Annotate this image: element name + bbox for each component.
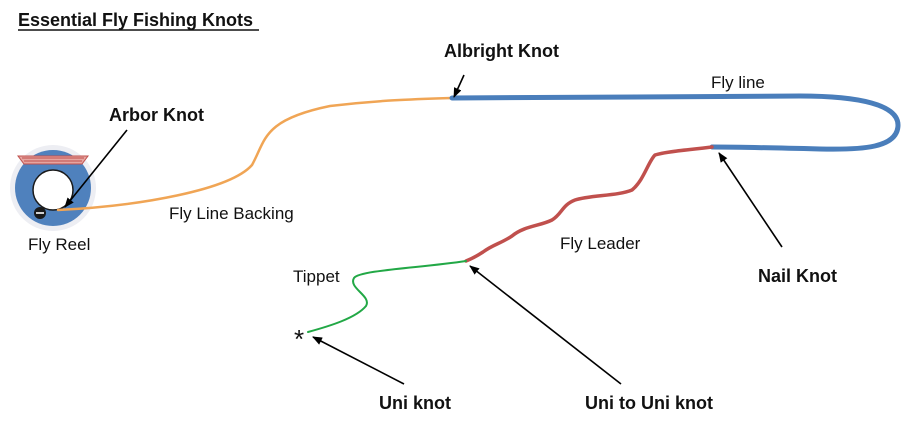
uni-knot-arrow bbox=[312, 336, 405, 385]
uni-knot-label: Uni knot bbox=[379, 393, 451, 413]
fly-reel-label: Fly Reel bbox=[28, 235, 90, 254]
fly-line bbox=[449, 93, 901, 152]
tippet bbox=[307, 260, 467, 333]
diagram-title: Essential Fly Fishing Knots bbox=[18, 10, 253, 30]
uni-to-uni-knot-label: Uni to Uni knot bbox=[585, 393, 713, 413]
arbor-knot-label: Arbor Knot bbox=[109, 105, 204, 125]
uni-to-uni-knot-arrow bbox=[469, 265, 622, 385]
fly-reel-icon bbox=[10, 145, 96, 231]
albright-knot-label: Albright Knot bbox=[444, 41, 559, 61]
tippet-label: Tippet bbox=[293, 267, 340, 286]
fly-line-backing-label: Fly Line Backing bbox=[169, 204, 294, 223]
albright-knot-arrow bbox=[453, 74, 465, 98]
fly-line-backing bbox=[56, 96, 454, 212]
fly-leader-label: Fly Leader bbox=[560, 234, 641, 253]
reel-spool-band bbox=[17, 155, 89, 165]
reel-spool-hole bbox=[32, 169, 74, 211]
nail-knot-arrow bbox=[718, 152, 783, 248]
fly-leader bbox=[464, 145, 714, 263]
arbor-knot-arrow bbox=[64, 129, 128, 208]
nail-knot-label: Nail Knot bbox=[758, 266, 837, 286]
fly-line-label: Fly line bbox=[711, 73, 765, 92]
fly-marker: * bbox=[294, 324, 304, 354]
